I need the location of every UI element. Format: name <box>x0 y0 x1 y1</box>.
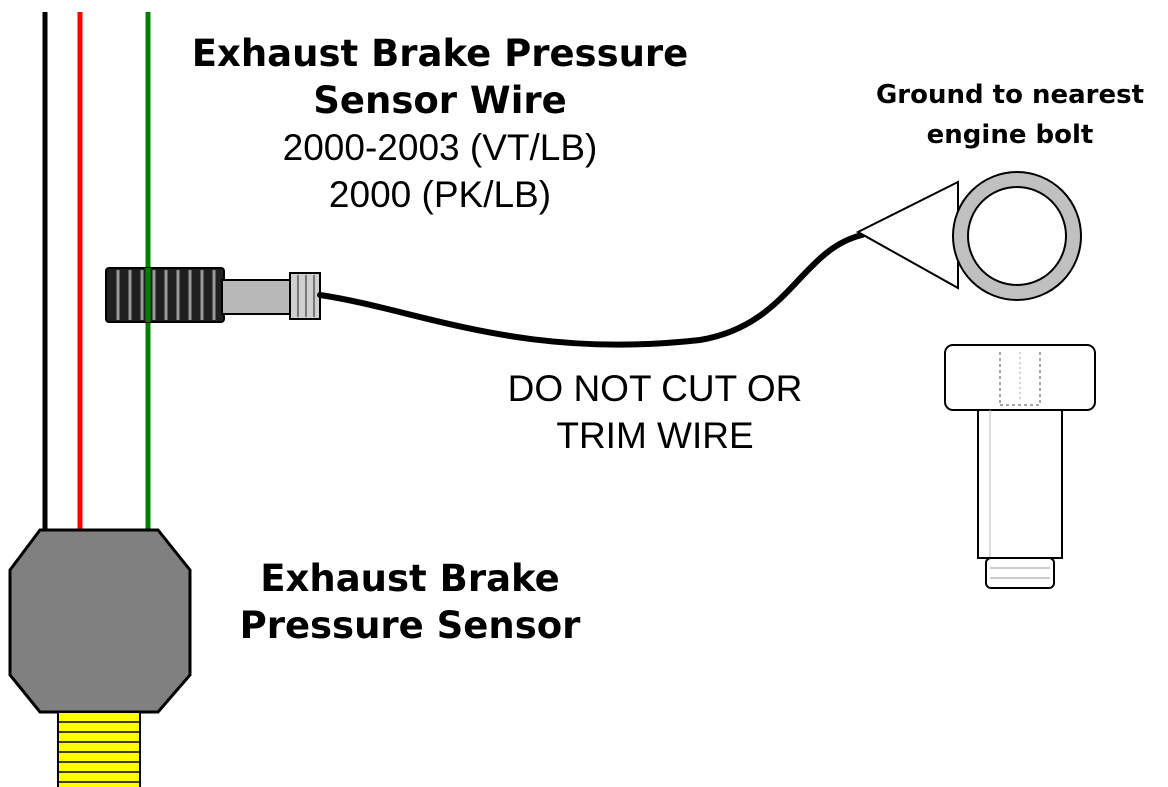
warning-label-line1: DO NOT CUT OR <box>507 368 803 409</box>
sensor-wire-year-line1: 2000-2003 (VT/LB) <box>282 127 598 168</box>
sensor-thread <box>57 711 141 787</box>
sensor-wire-label: Exhaust Brake Pressure Sensor Wire 2000-… <box>160 30 720 218</box>
sensor-wire-title-line1: Exhaust Brake Pressure <box>191 32 689 75</box>
splice-connector <box>105 267 321 323</box>
ground-label-line1: Ground to nearest <box>875 80 1145 110</box>
ring-terminal <box>855 171 1082 301</box>
sensor-label: Exhaust Brake Pressure Sensor <box>200 555 620 649</box>
ground-wire <box>317 232 865 348</box>
engine-bolt <box>944 344 1096 589</box>
ground-label: Ground to nearest engine bolt <box>845 75 1168 155</box>
sensor-wire-year-line2: 2000 (PK/LB) <box>328 174 552 215</box>
sensor-wire-title-line2: Sensor Wire <box>313 79 567 122</box>
pressure-sensor-body <box>8 528 192 714</box>
ground-label-line2: engine bolt <box>926 120 1094 150</box>
warning-label-line2: TRIM WIRE <box>556 415 754 456</box>
warning-label: DO NOT CUT OR TRIM WIRE <box>470 365 840 459</box>
sensor-label-line1: Exhaust Brake <box>260 557 560 600</box>
sensor-label-line2: Pressure Sensor <box>239 604 581 647</box>
